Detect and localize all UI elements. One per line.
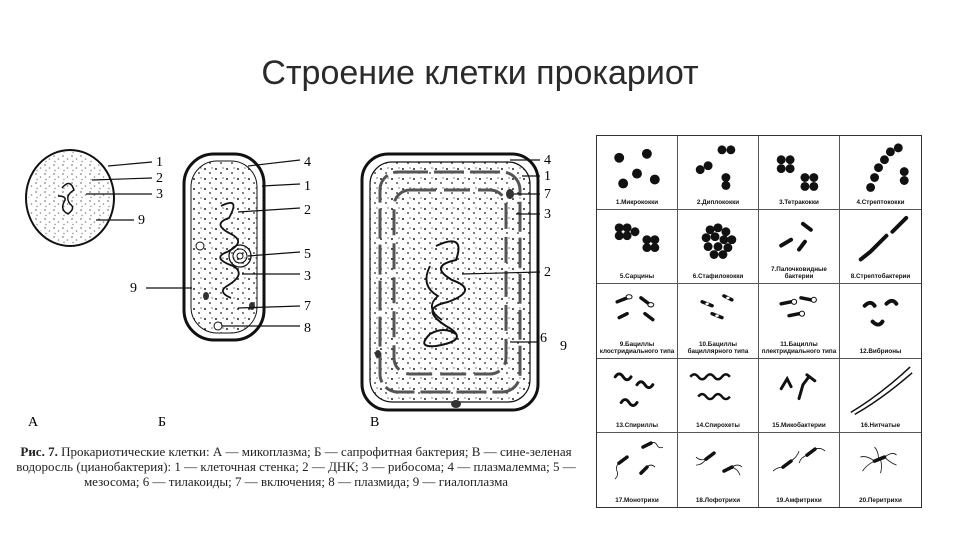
- cell-c-label-3: 7: [544, 187, 551, 202]
- diplococci-drawing: [695, 145, 736, 190]
- amphitrichs-drawing: [772, 447, 826, 472]
- table-cell: 10.Бациллы бациллярного типа: [678, 284, 759, 359]
- cell-c-label-4: 3: [544, 207, 551, 222]
- cell-diagrams: 1 2 3 9 4: [25, 149, 567, 430]
- monotrichs-drawing: [614, 441, 664, 480]
- cell-a-label-1: 1: [156, 155, 163, 170]
- cell-label: 19.Амфитрихи: [776, 496, 822, 504]
- table-cell: 20.Перитрихи: [840, 433, 921, 507]
- cell-label: 1.Микрококки: [615, 199, 659, 207]
- table-cell: 8.Стрептобактерии: [840, 210, 921, 285]
- cell-label: 7.Палочковидные бактерии: [771, 266, 827, 281]
- table-cell: 19.Амфитрихи: [759, 432, 840, 507]
- cell-c-label-1: 4: [544, 153, 551, 168]
- sarcinae-drawing: [614, 223, 660, 253]
- table-cell: 15.Микобактерии: [759, 358, 840, 433]
- cell-c-label-7: 9: [560, 339, 567, 354]
- cell-b-label-6: 9: [130, 281, 137, 296]
- cell-b-label-7: 7: [304, 299, 311, 314]
- cell-label: 9.Бациллы клостридиального типа: [599, 340, 675, 355]
- plectridial-bacilli-drawing: [779, 296, 817, 318]
- table-cell: 16.Нитчатые: [840, 359, 921, 433]
- table-cell: 17.Монотрихи: [597, 432, 678, 507]
- table-cell: 6.Стафилококки: [678, 210, 759, 285]
- cell-c-cyanobacterium: [360, 152, 541, 412]
- cell-c-label-2: 1: [544, 169, 551, 184]
- bacteria-shapes-table: 1.Микрококки 2.Диплококки 3.Тетракокки 4…: [596, 135, 922, 508]
- table-cell: 12.Вибрионы: [840, 284, 921, 359]
- table-cell: 9.Бациллы клостридиального типа: [597, 284, 678, 359]
- cell-label: 15.Микобактерии: [772, 421, 826, 429]
- bacillar-bacilli-drawing: [700, 294, 734, 320]
- panel-letter-a: А: [28, 415, 39, 430]
- clostridial-bacilli-drawing: [615, 294, 655, 322]
- cell-b-label-3: 2: [304, 203, 311, 218]
- spirochetes-drawing: [689, 372, 731, 400]
- filamentous-drawing: [850, 365, 913, 415]
- table-cell: 4.Стрептококки: [840, 136, 921, 211]
- cell-label: 6.Стафилококки: [692, 273, 744, 281]
- cell-label: 8.Стрептобактерии: [850, 273, 911, 281]
- mycobacteria-drawing: [779, 372, 817, 400]
- cell-label: 17.Монотрихи: [615, 496, 659, 504]
- caption-text: Прокариотические клетки: А — микоплазма;…: [16, 444, 576, 489]
- table-cell: 18.Лофотрихи: [678, 432, 759, 507]
- cell-b-label-5: 3: [304, 269, 311, 284]
- cell-a-label-4: 9: [138, 213, 145, 228]
- spirilla-drawing: [613, 371, 655, 407]
- cell-c-label-6: 6: [540, 331, 547, 346]
- figure-caption: Рис. 7. Прокариотические клетки: А — мик…: [16, 444, 576, 489]
- cell-label: 13.Спириллы: [615, 421, 659, 429]
- cell-label: 16.Нитчатые: [860, 421, 901, 429]
- cell-b-label-4: 5: [304, 247, 311, 262]
- prokaryote-figure: 1 2 3 9 4: [16, 136, 586, 536]
- panel-letter-c: В: [370, 415, 379, 430]
- cell-label: 14.Спирохеты: [696, 421, 740, 429]
- caption-prefix: Рис. 7.: [20, 444, 58, 459]
- cell-c-label-5: 2: [544, 265, 551, 280]
- cell-label: 10.Бациллы бациллярного типа: [687, 340, 749, 355]
- vibrios-drawing: [862, 299, 899, 327]
- cell-b-label-1: 4: [304, 155, 311, 170]
- table-cell: 14.Спирохеты: [678, 358, 759, 433]
- table-cell: 7.Палочковидные бактерии: [759, 210, 840, 285]
- staphylococci-drawing: [701, 223, 737, 260]
- cell-label: 11.Бациллы плектридиального типа: [761, 340, 837, 355]
- lophotrichs-drawing: [695, 451, 743, 476]
- cell-a-mycoplasma: [25, 149, 153, 247]
- rod-bacteria-drawing: [779, 222, 813, 252]
- panel-letter-b: Б: [158, 415, 166, 430]
- cell-a-label-2: 2: [156, 171, 163, 186]
- table-cell: 11.Бациллы плектридиального типа: [759, 284, 840, 359]
- cell-label: 4.Стрептококки: [856, 199, 905, 207]
- tetracocci-drawing: [776, 155, 819, 191]
- cell-label: 3.Тетракокки: [779, 199, 819, 207]
- cell-label: 18.Лофотрихи: [695, 496, 741, 504]
- cell-label: 12.Вибрионы: [859, 347, 902, 355]
- cell-b-label-8: 8: [304, 321, 311, 336]
- table-cell: 1.Микрококки: [597, 136, 678, 211]
- streptococci-drawing: [866, 143, 909, 192]
- micrococci-drawing: [614, 148, 660, 189]
- cell-label: 20.Перитрихи: [859, 496, 902, 504]
- table-cell: 2.Диплококки: [678, 136, 759, 211]
- table-cell: 3.Тетракокки: [759, 136, 840, 211]
- slide-title: Строение клетки прокариот: [261, 54, 699, 92]
- cell-a-label-3: 3: [156, 187, 163, 202]
- cell-b-bacterium: [146, 152, 301, 342]
- peritrichs-drawing: [860, 446, 897, 474]
- cell-label: 2.Диплококки: [696, 199, 740, 207]
- streptobacteria-drawing: [858, 216, 909, 262]
- cell-label: 5.Сарцины: [619, 273, 655, 281]
- cell-b-label-2: 1: [304, 179, 311, 194]
- table-cell: 5.Сарцины: [597, 210, 678, 285]
- table-cell: 13.Спириллы: [597, 358, 678, 433]
